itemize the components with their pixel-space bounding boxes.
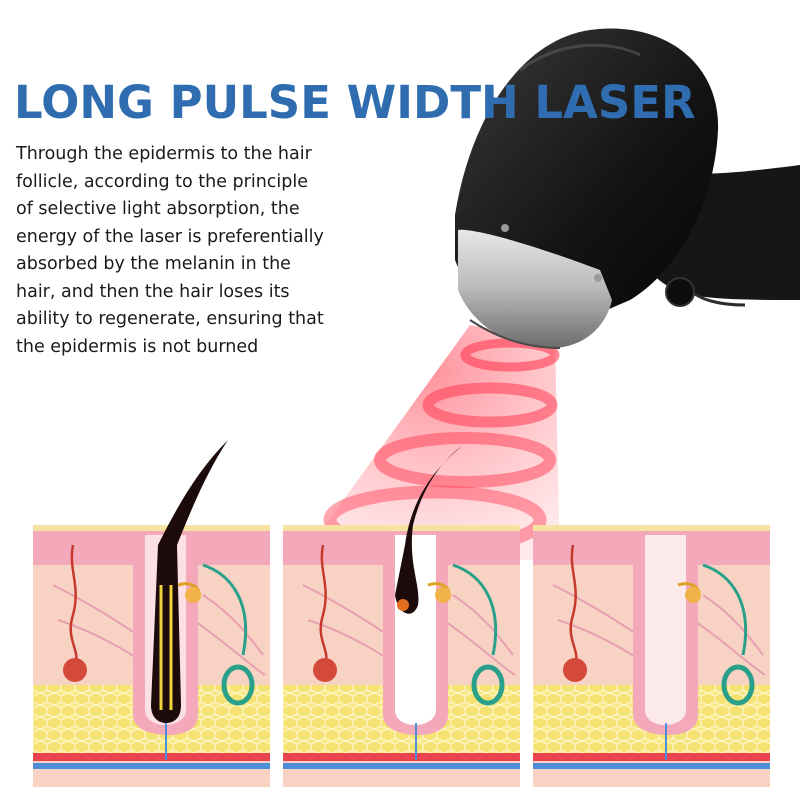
description-line: of selective light absorption, the	[16, 199, 300, 219]
description-line: the epidermis is not burned	[16, 336, 259, 357]
page-title: LONG PULSE WIDTH LASER	[14, 76, 696, 129]
skin-panel-after	[533, 525, 770, 787]
description-line: Through the epidermis to the hair	[16, 144, 312, 164]
description-line: absorbed by the melanin in the	[16, 254, 291, 274]
skin-panel-before	[33, 440, 270, 787]
description-line: follicle, according to the principle	[16, 171, 309, 192]
description-text: Through the epidermis to the hair follic…	[16, 141, 356, 361]
description-line: energy of the laser is preferentially	[16, 226, 324, 247]
skin-panel-during	[283, 445, 520, 787]
description-line: ability to regenerate, ensuring that	[16, 309, 324, 329]
laser-handpiece	[455, 28, 800, 349]
description-line: hair, and then the hair loses its	[16, 281, 290, 302]
